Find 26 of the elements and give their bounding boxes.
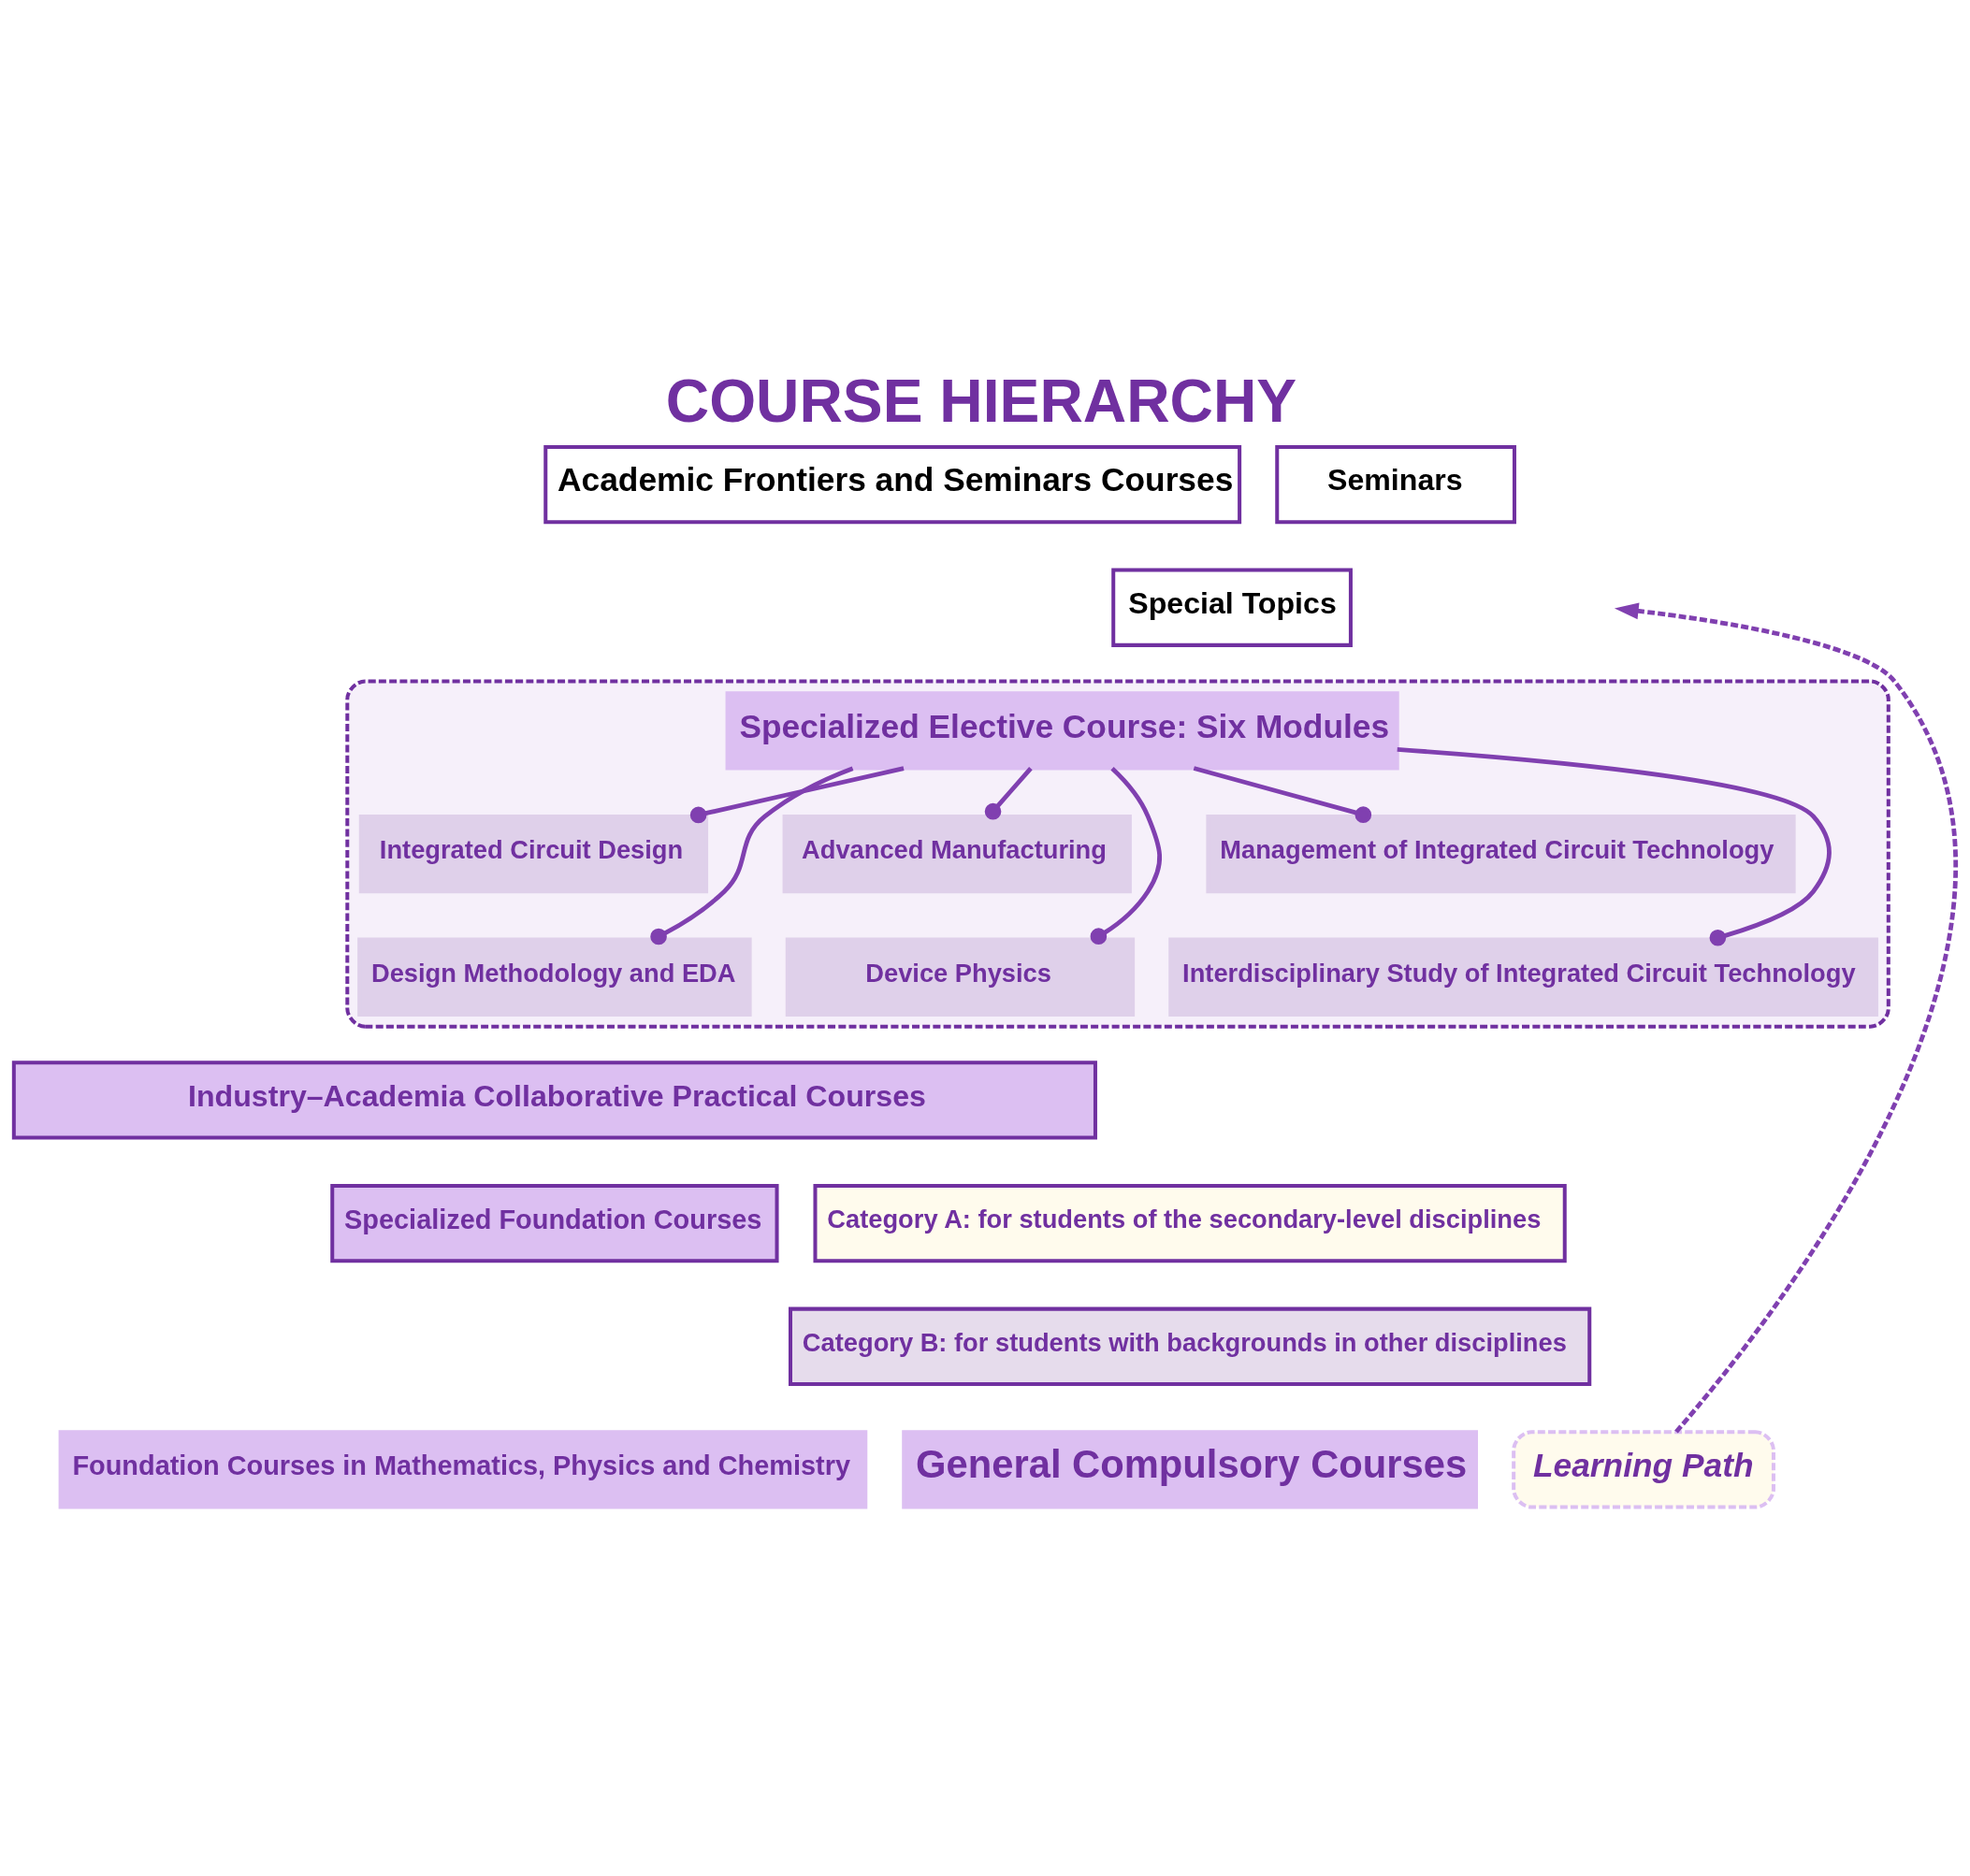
node-box: Special Topics (1111, 568, 1353, 647)
node-box: Academic Frontiers and Seminars Courses (543, 444, 1242, 525)
node-box: Management of Integrated Circuit Technology (1206, 814, 1796, 894)
diagram-title: COURSE HIERARCHY (665, 367, 1297, 435)
node-box: Interdisciplinary Study of Integrated Circuit Technology (1168, 937, 1878, 1017)
node-box: Integrated Circuit Design (358, 814, 709, 894)
node-box: Industry–Academia Collaborative Practical Courses (11, 1061, 1097, 1140)
node-box: Category A: for students of the secondary-level disciplines (813, 1183, 1567, 1263)
connector (1193, 766, 1372, 823)
node-box: Design Methodology and EDA (357, 937, 752, 1017)
arrow (1614, 602, 1958, 1434)
node-box: General Compulsory Courses (902, 1430, 1478, 1509)
node-box: Seminars (1275, 444, 1516, 525)
cluster (345, 679, 1890, 1029)
connector (984, 766, 1033, 820)
node-box: Foundation Courses in Mathematics, Physics and Chemistry (58, 1430, 868, 1509)
node-box: Learning Path (1512, 1430, 1775, 1509)
node-box: Specialized Elective Course: Six Modules (725, 691, 1399, 771)
connector (650, 766, 854, 945)
connector (1397, 746, 1832, 946)
connector (689, 766, 905, 824)
node-box: Category B: for students with backgrounds in other disciplines (789, 1306, 1592, 1386)
node-box: Device Physics (785, 937, 1136, 1017)
connector (1090, 767, 1162, 945)
node-box: Advanced Manufacturing (782, 814, 1132, 894)
node-box: Specialized Foundation Courses (330, 1183, 779, 1263)
